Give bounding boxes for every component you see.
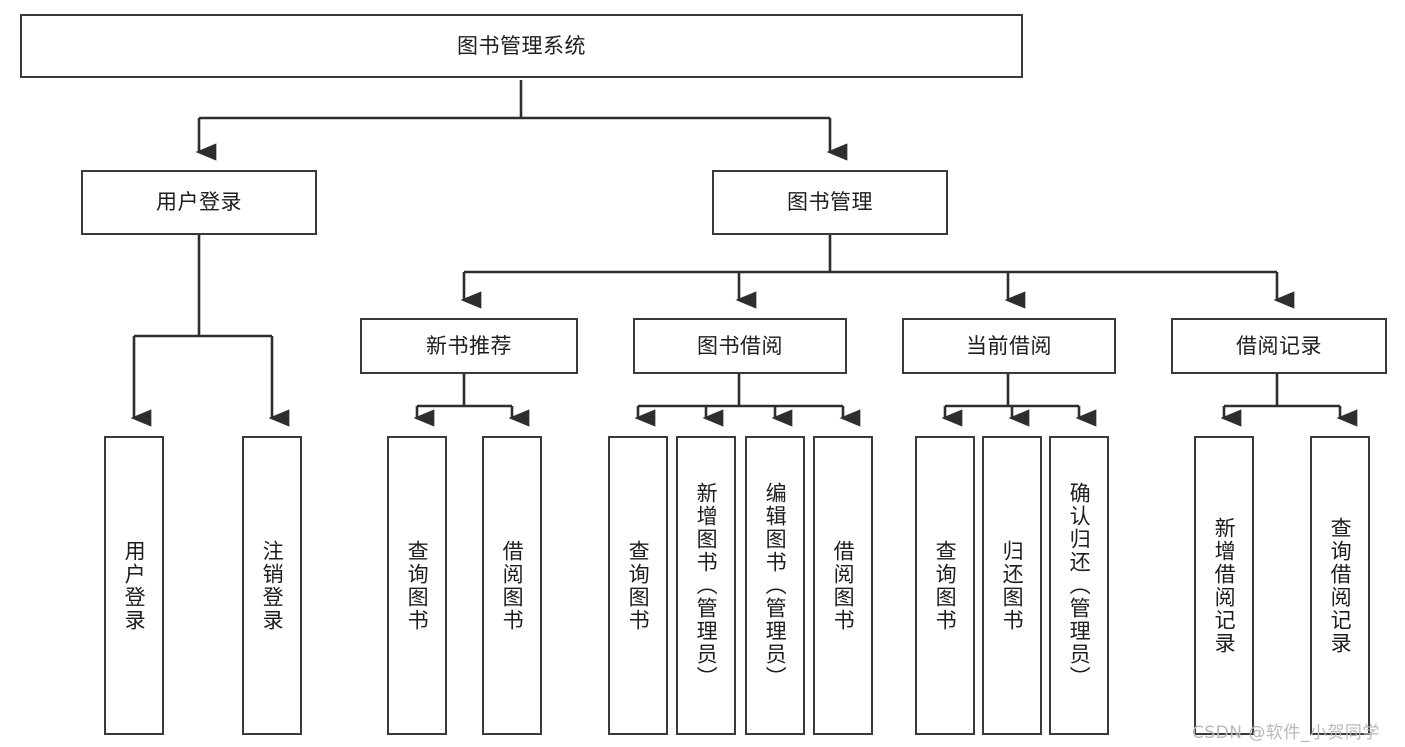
node-user-login-label: 用户登录 — [156, 190, 242, 215]
node-leaf-logout-label: 注销登录 — [260, 539, 285, 632]
node-leaf-user-login[interactable]: 用户登录 — [104, 436, 164, 735]
node-leaf-borrow-book-2-label: 借阅图书 — [831, 539, 856, 632]
node-current-borrow-label: 当前借阅 — [966, 333, 1052, 358]
node-leaf-edit-book-label: 编辑图书（管理员） — [763, 482, 788, 689]
node-leaf-add-record[interactable]: 新增借阅记录 — [1194, 436, 1254, 735]
node-leaf-confirm-return-label: 确认归还（管理员） — [1067, 482, 1092, 689]
node-leaf-borrow-book-1-label: 借阅图书 — [500, 539, 525, 632]
node-leaf-confirm-return[interactable]: 确认归还（管理员） — [1049, 436, 1109, 735]
node-leaf-query-book-2[interactable]: 查询图书 — [608, 436, 668, 735]
node-leaf-query-record-label: 查询借阅记录 — [1328, 516, 1353, 655]
node-leaf-user-login-label: 用户登录 — [122, 539, 147, 632]
node-root-label: 图书管理系统 — [457, 33, 586, 58]
node-leaf-query-record[interactable]: 查询借阅记录 — [1310, 436, 1370, 735]
node-book-manage[interactable]: 图书管理 — [712, 170, 948, 235]
node-user-login[interactable]: 用户登录 — [81, 170, 317, 235]
node-borrow-record-label: 借阅记录 — [1236, 333, 1322, 358]
node-leaf-edit-book[interactable]: 编辑图书（管理员） — [745, 436, 805, 735]
node-current-borrow[interactable]: 当前借阅 — [902, 318, 1116, 374]
node-leaf-add-book-label: 新增图书（管理员） — [694, 482, 719, 689]
node-leaf-query-book-1[interactable]: 查询图书 — [387, 436, 447, 735]
node-new-book-rec[interactable]: 新书推荐 — [360, 318, 578, 374]
node-new-book-rec-label: 新书推荐 — [426, 333, 512, 358]
node-leaf-borrow-book-1[interactable]: 借阅图书 — [482, 436, 542, 735]
node-leaf-return-book[interactable]: 归还图书 — [982, 436, 1042, 735]
node-leaf-logout[interactable]: 注销登录 — [242, 436, 302, 735]
node-leaf-return-book-label: 归还图书 — [1000, 539, 1025, 632]
node-book-manage-label: 图书管理 — [787, 190, 873, 215]
node-leaf-add-record-label: 新增借阅记录 — [1212, 516, 1237, 655]
node-book-borrow[interactable]: 图书借阅 — [633, 318, 847, 374]
node-leaf-add-book[interactable]: 新增图书（管理员） — [676, 436, 736, 735]
node-leaf-borrow-book-2[interactable]: 借阅图书 — [813, 436, 873, 735]
watermark: CSDN @软件_小贺同学 — [1192, 723, 1380, 743]
node-leaf-query-book-1-label: 查询图书 — [405, 539, 430, 632]
node-leaf-query-book-3[interactable]: 查询图书 — [915, 436, 975, 735]
node-root[interactable]: 图书管理系统 — [20, 14, 1023, 78]
node-book-borrow-label: 图书借阅 — [697, 333, 783, 358]
node-leaf-query-book-3-label: 查询图书 — [933, 539, 958, 632]
node-leaf-query-book-2-label: 查询图书 — [626, 539, 651, 632]
node-borrow-record[interactable]: 借阅记录 — [1171, 318, 1387, 374]
